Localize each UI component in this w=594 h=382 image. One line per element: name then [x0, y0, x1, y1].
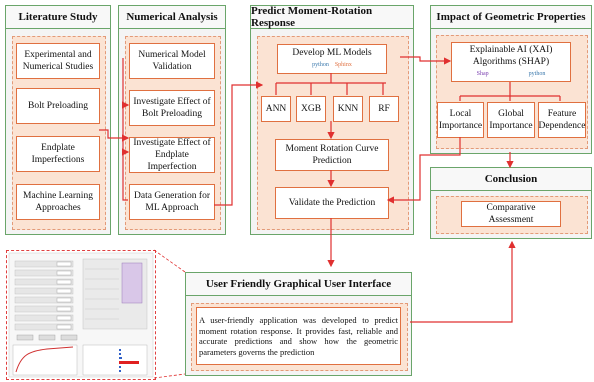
predict-panel: Predict Moment-Rotation Response Develop…: [250, 5, 414, 235]
numerical-analysis-title: Numerical Analysis: [119, 6, 225, 29]
conclusion-title: Conclusion: [431, 168, 591, 191]
global-importance: Global Importance: [487, 102, 535, 138]
moment-rotation-curve-prediction: Moment Rotation Curve Prediction: [275, 139, 389, 171]
lit-item-4: Machine Learning Approaches: [16, 184, 100, 220]
gui-description: A user-friendly application was develope…: [196, 307, 401, 365]
num-item-2: Investigate Effect of Bolt Preloading: [129, 90, 215, 126]
model-xgb: XGB: [296, 96, 326, 122]
app-screenshot: [6, 250, 156, 380]
validate-prediction: Validate the Prediction: [275, 187, 389, 219]
impact-panel: Impact of Geometric Properties Explainab…: [430, 5, 592, 154]
xai-algorithms: Explainable AI (XAI) Algorithms (SHAP) S…: [451, 42, 571, 82]
comparative-assessment: Comparative Assessment: [461, 201, 561, 227]
gui-panel: User Friendly Graphical User Interface A…: [185, 272, 412, 376]
num-item-1: Numerical Model Validation: [129, 43, 215, 79]
numerical-analysis-panel: Numerical Analysis Numerical Model Valid…: [118, 5, 226, 235]
develop-logos: python Sphinx: [312, 59, 352, 71]
gui-title: User Friendly Graphical User Interface: [186, 273, 411, 296]
xai-label: Explainable AI (XAI) Algorithms (SHAP): [469, 45, 553, 67]
lit-item-2: Bolt Preloading: [16, 88, 100, 124]
num-item-4: Data Generation for ML Approach: [129, 184, 215, 220]
shap-logo: Shap: [476, 71, 489, 77]
model-ann: ANN: [261, 96, 291, 122]
lit-item-1: Experimental and Numerical Studies: [16, 43, 100, 79]
python-logo: python: [312, 62, 329, 68]
develop-label: Develop ML Models: [292, 48, 372, 58]
model-rf: RF: [369, 96, 399, 122]
develop-ml-models: Develop ML Models python Sphinx: [277, 44, 387, 74]
impact-title: Impact of Geometric Properties: [431, 6, 591, 29]
python-logo-2: python: [528, 71, 546, 77]
app-screenshot-graphic: [8, 252, 154, 378]
lit-item-3: Endplate Imperfections: [16, 136, 100, 172]
feature-dependence: Feature Dependence: [538, 102, 586, 138]
predict-title: Predict Moment-Rotation Response: [251, 5, 413, 29]
literature-study-title: Literature Study: [6, 6, 110, 29]
local-importance: Local Importance: [437, 102, 484, 138]
num-item-3: Investigate Effect of Endplate Imperfect…: [129, 137, 215, 173]
sphinx-logo: Sphinx: [334, 62, 352, 68]
literature-study-panel: Literature Study Experimental and Numeri…: [5, 5, 111, 235]
xai-logos: Shap python: [477, 68, 546, 80]
model-knn: KNN: [333, 96, 363, 122]
